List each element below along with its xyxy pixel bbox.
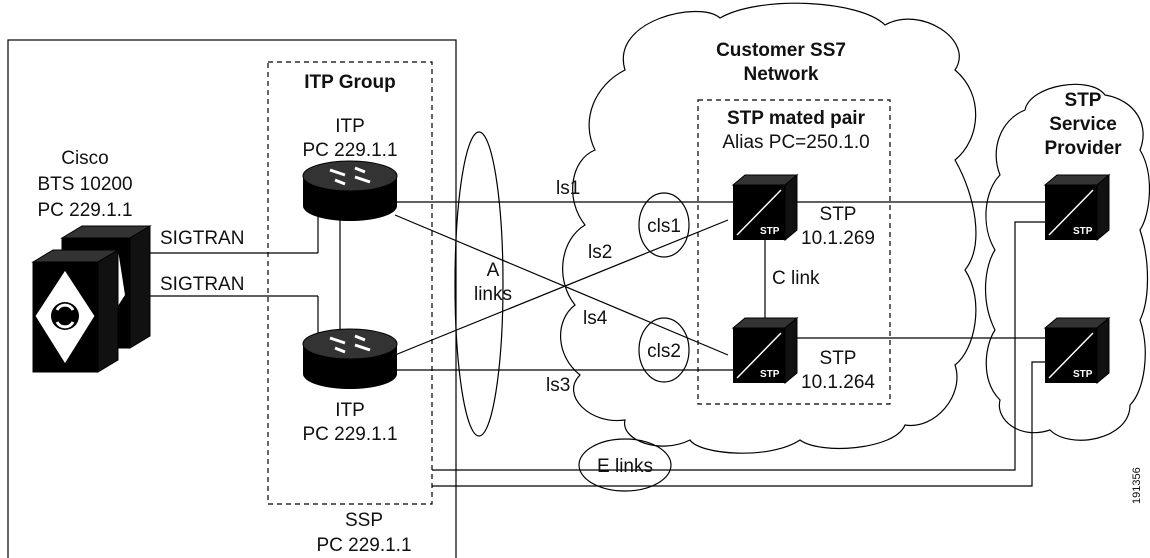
stp-top-pc: 10.1.269	[801, 228, 875, 249]
provider-line3: Provider	[1044, 138, 1122, 159]
itp-top-pc: PC 229.1.1	[302, 140, 397, 161]
stp-bottom-pc: 10.1.264	[801, 372, 875, 393]
customer-network-line1: Customer SS7	[716, 40, 846, 61]
provider-line1: STP	[1065, 90, 1102, 111]
itp-group-label: ITP Group	[304, 72, 395, 93]
service-provider-cloud	[985, 83, 1150, 441]
sigtran-bottom-label: SIGTRAN	[160, 274, 244, 295]
link-lines	[135, 131, 1048, 492]
e-link-top	[432, 221, 1048, 471]
a-links-line1: A	[487, 260, 500, 281]
cisco-bts-icon	[31, 225, 152, 373]
itp-top-name: ITP	[335, 116, 365, 137]
bts-name: Cisco	[61, 148, 109, 169]
sigtran-top-label: SIGTRAN	[160, 228, 244, 249]
ls3-label: ls3	[546, 375, 570, 396]
ssp-box	[7, 39, 457, 558]
ls4-label: ls4	[583, 308, 608, 329]
cls2-label: cls2	[647, 341, 681, 362]
provider-line2: Service	[1049, 114, 1117, 135]
cls1-label: cls1	[647, 216, 681, 237]
stp-mated-pair-box	[697, 99, 891, 405]
stp-badge-bottom: STP	[760, 369, 780, 380]
bts-model: BTS 10200	[37, 174, 132, 195]
provider-stp-bottom-icon: STP	[1043, 316, 1111, 385]
customer-network-line2: Network	[744, 64, 819, 85]
stp-bottom-icon: STP	[731, 316, 799, 385]
ssp-name: SSP	[345, 510, 383, 531]
cls2-ellipse	[638, 317, 690, 383]
ssp-pc: PC 229.1.1	[316, 535, 411, 556]
itp-bottom-name: ITP	[335, 400, 365, 421]
ls2-line	[394, 219, 729, 356]
a-links-ellipse	[454, 131, 504, 437]
itp-router-top-icon	[302, 160, 398, 221]
e-links-ellipse	[578, 438, 672, 492]
itp-group-box	[267, 61, 433, 505]
e-links-label: E links	[597, 456, 653, 477]
a-links-line2: links	[474, 284, 512, 305]
stp-top-name: STP	[820, 204, 857, 225]
stp-mated-pair-title: STP mated pair	[727, 108, 866, 129]
bts-pc: PC 229.1.1	[37, 200, 132, 221]
stp-badge-provider-top: STP	[1073, 226, 1093, 237]
figure-id: 191356	[1131, 467, 1143, 504]
stp-badge-top: STP	[760, 226, 780, 237]
e-link-bottom	[432, 361, 1048, 487]
ls4-line	[394, 214, 729, 356]
itp-router-bottom-icon	[302, 328, 398, 389]
ls1-label: ls1	[556, 178, 580, 199]
ls2-label: ls2	[588, 242, 612, 263]
provider-stp-top-icon: STP	[1043, 173, 1111, 242]
cls1-ellipse	[638, 192, 690, 258]
stp-mated-pair-alias: Alias PC=250.1.0	[722, 132, 869, 153]
c-link-label: C link	[772, 268, 820, 289]
itp-bottom-pc: PC 229.1.1	[302, 424, 397, 445]
customer-network-cloud	[560, 2, 977, 454]
stp-badge-provider-bottom: STP	[1073, 369, 1093, 380]
stp-bottom-name: STP	[820, 348, 857, 369]
stp-top-icon: STP	[731, 173, 799, 242]
